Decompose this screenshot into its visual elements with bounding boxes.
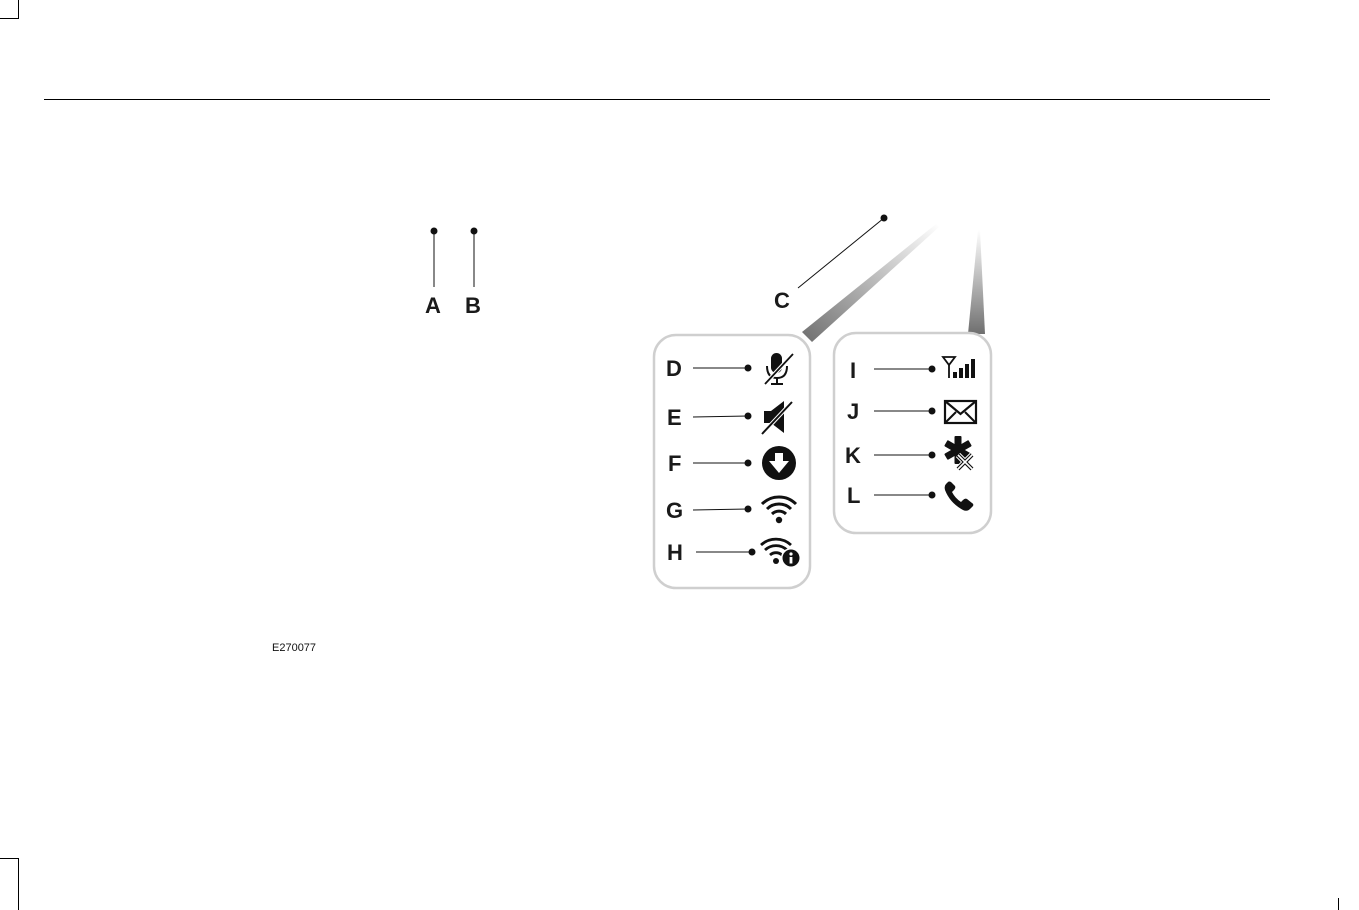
callout-b-label: B <box>465 293 481 318</box>
download-icon <box>762 446 796 480</box>
callout-a: A <box>425 228 441 319</box>
callout-i-label: I <box>850 358 856 383</box>
callout-e-label: E <box>667 405 682 430</box>
figure-id: E270077 <box>272 642 316 654</box>
callout-j-label: J <box>847 399 859 424</box>
callout-b: B <box>465 228 481 319</box>
callout-f-label: F <box>668 451 681 476</box>
callout-c-label: C <box>774 288 790 313</box>
zoom-leader-left <box>802 224 939 342</box>
callout-l-label: L <box>847 483 860 508</box>
callout-k-label: K <box>845 443 861 468</box>
zoom-leader-right <box>968 230 985 334</box>
callout-d-label: D <box>666 356 682 381</box>
envelope-icon <box>945 401 976 423</box>
callout-c: C <box>774 215 888 314</box>
callout-h-label: H <box>667 540 683 565</box>
callout-a-label: A <box>425 293 441 318</box>
callout-g-label: G <box>666 498 683 523</box>
